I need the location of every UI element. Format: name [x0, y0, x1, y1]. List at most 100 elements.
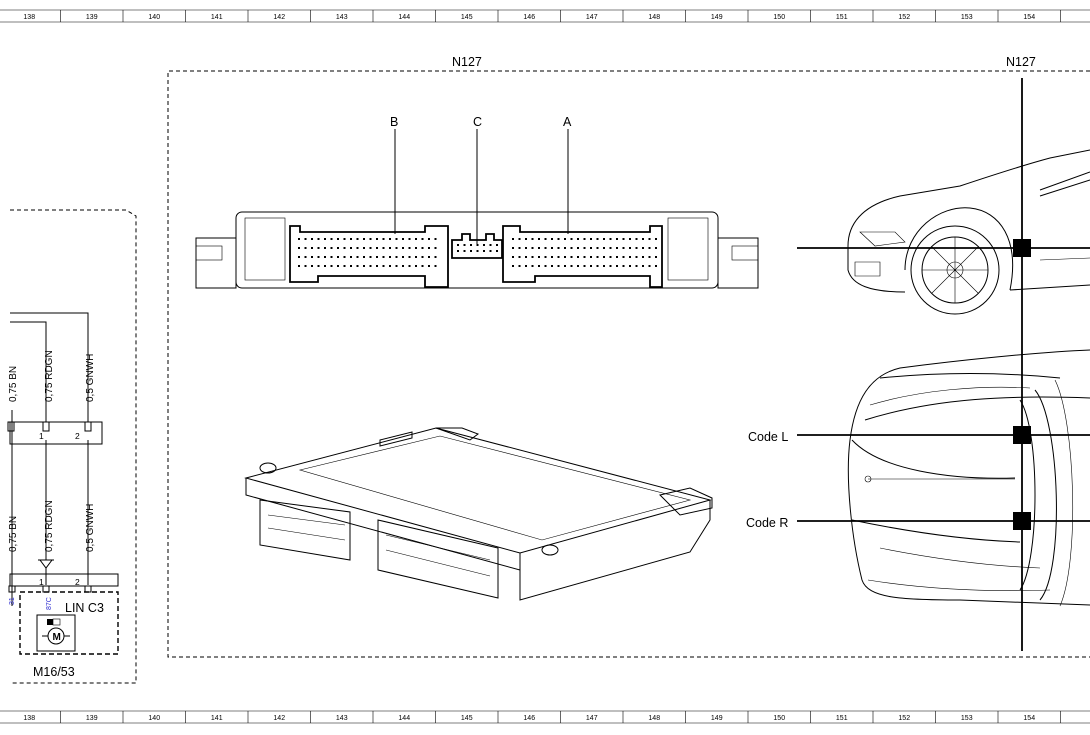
connector-pin: [421, 265, 424, 267]
connector-pin: [337, 265, 339, 267]
wire-label-bn-lower: 0,75 BN: [8, 516, 19, 552]
connector-pin: [609, 238, 612, 240]
ruler-column-152: 152: [898, 14, 910, 21]
connector-pin: [434, 256, 437, 258]
connector-pin: [415, 247, 417, 249]
connector-pin: [463, 244, 466, 246]
connector-pin: [596, 247, 599, 249]
ruler-column-145: 145: [461, 715, 473, 722]
connector-pin: [311, 256, 313, 258]
connector-pin: [382, 265, 385, 267]
connector-pin: [434, 247, 437, 249]
ruler-column-140: 140: [148, 14, 160, 21]
ruler-column-142: 142: [273, 715, 285, 722]
connector-pin: [317, 247, 320, 249]
connector-pin: [538, 238, 540, 240]
connector-pin: [603, 265, 605, 267]
wire-label-gnwh-lower: 0,5 GNWH: [85, 504, 96, 552]
connector-pin: [356, 247, 359, 249]
control-unit-frame: [167, 70, 1090, 658]
connector-pin: [635, 256, 638, 258]
connector-pin: [343, 238, 346, 240]
connector-pin: [382, 247, 385, 249]
connector-pin: [512, 238, 514, 240]
connector-pin: [395, 247, 398, 249]
ruler-column-146: 146: [523, 715, 535, 722]
connector-pin: [531, 247, 534, 249]
connector-pin: [324, 238, 326, 240]
connector-pin: [369, 265, 372, 267]
connector-pin: [330, 247, 333, 249]
bus-label: LIN C3: [65, 601, 104, 615]
connector-pin: [363, 265, 365, 267]
connector-pin: [324, 247, 326, 249]
connector-pin: [525, 238, 527, 240]
connector-pin: [428, 238, 430, 240]
connector-pin: [525, 247, 527, 249]
connector-pin: [603, 247, 605, 249]
left-component-frame: [7, 209, 137, 684]
ruler-column-148: 148: [648, 14, 660, 21]
connector-pin: [629, 247, 631, 249]
connector-pin: [489, 244, 492, 246]
ruler-column-154: 154: [1023, 14, 1035, 21]
connector-pin: [557, 247, 560, 249]
connector-pin: [577, 265, 579, 267]
connector-pin: [583, 265, 586, 267]
ruler-column-143: 143: [336, 14, 348, 21]
connector-pin: [544, 238, 547, 240]
ruler-column-153: 153: [961, 715, 973, 722]
connector-pin: [402, 238, 404, 240]
connector-pin: [304, 238, 307, 240]
connector-pin: [376, 265, 378, 267]
connector-pin: [434, 238, 437, 240]
connector-pin: [525, 256, 527, 258]
connector-pin: [304, 247, 307, 249]
connector-pin: [622, 265, 625, 267]
connector-pin: [635, 247, 638, 249]
connector-pin: [648, 238, 651, 240]
connector-pin: [512, 247, 514, 249]
ruler-column-141: 141: [211, 14, 223, 21]
connector-pin: [629, 265, 631, 267]
connector-pin: [457, 244, 459, 246]
connector-pin: [590, 256, 592, 258]
ruler-column-144: 144: [398, 14, 410, 21]
connector-pin: [538, 256, 540, 258]
connector-pin: [363, 247, 365, 249]
connector-pin: [428, 247, 430, 249]
connector-pin: [642, 256, 644, 258]
connector-pin: [343, 265, 346, 267]
connector-pin: [415, 238, 417, 240]
connector-pin: [421, 247, 424, 249]
connector-pin: [635, 265, 638, 267]
connector-pin: [518, 247, 521, 249]
connector-pin: [389, 256, 391, 258]
connector-pin: [343, 247, 346, 249]
connector-pin: [496, 244, 498, 246]
connector-pin: [531, 265, 534, 267]
connector-pin: [434, 265, 437, 267]
connector-pin: [590, 238, 592, 240]
connector-pin: [622, 238, 625, 240]
connector-pin: [350, 265, 352, 267]
connector-pin: [298, 247, 300, 249]
connector-pin: [551, 256, 553, 258]
connector-pin: [363, 238, 365, 240]
wire-label-gnwh-upper: 0,5 GNWH: [85, 354, 96, 402]
ruler-column-154: 154: [1023, 715, 1035, 722]
wire-label-bn-upper: 0,75 BN: [8, 366, 19, 402]
control-unit-name: N127: [452, 55, 482, 69]
connector-pin: [538, 247, 540, 249]
connector-pin: [512, 265, 514, 267]
code-l-label: Code L: [748, 430, 788, 444]
connector-pin: [564, 247, 566, 249]
connector-pin: [317, 265, 320, 267]
connector-pin: [544, 247, 547, 249]
connector-pin: [369, 256, 372, 258]
connector-pin: [337, 247, 339, 249]
pin-blue-31: 31: [9, 597, 16, 605]
ruler-column-150: 150: [773, 14, 785, 21]
